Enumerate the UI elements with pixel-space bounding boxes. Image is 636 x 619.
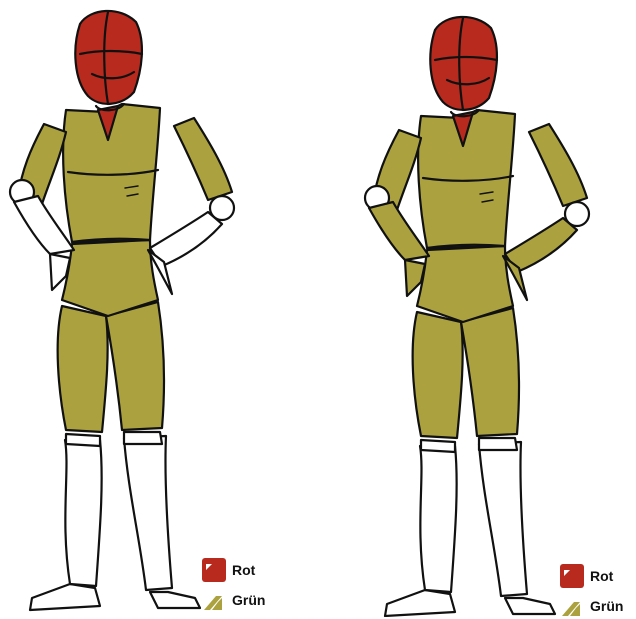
legend-item-green: Grün <box>202 587 265 613</box>
red-square-icon <box>202 558 226 582</box>
legend-left: Rot Grün <box>202 557 265 613</box>
legend-label-red: Rot <box>590 568 613 584</box>
figure-left <box>10 11 234 610</box>
red-square-icon <box>560 564 584 588</box>
legend-item-red: Rot <box>560 563 623 589</box>
legend-item-green: Grün <box>560 593 623 619</box>
legend-label-green: Grün <box>232 592 265 608</box>
figure-right <box>365 17 589 616</box>
legend-right: Rot Grün <box>560 563 623 619</box>
green-slash-icon <box>560 594 584 618</box>
legend-label-red: Rot <box>232 562 255 578</box>
legend-label-green: Grün <box>590 598 623 614</box>
green-slash-icon <box>202 588 226 612</box>
legend-item-red: Rot <box>202 557 265 583</box>
